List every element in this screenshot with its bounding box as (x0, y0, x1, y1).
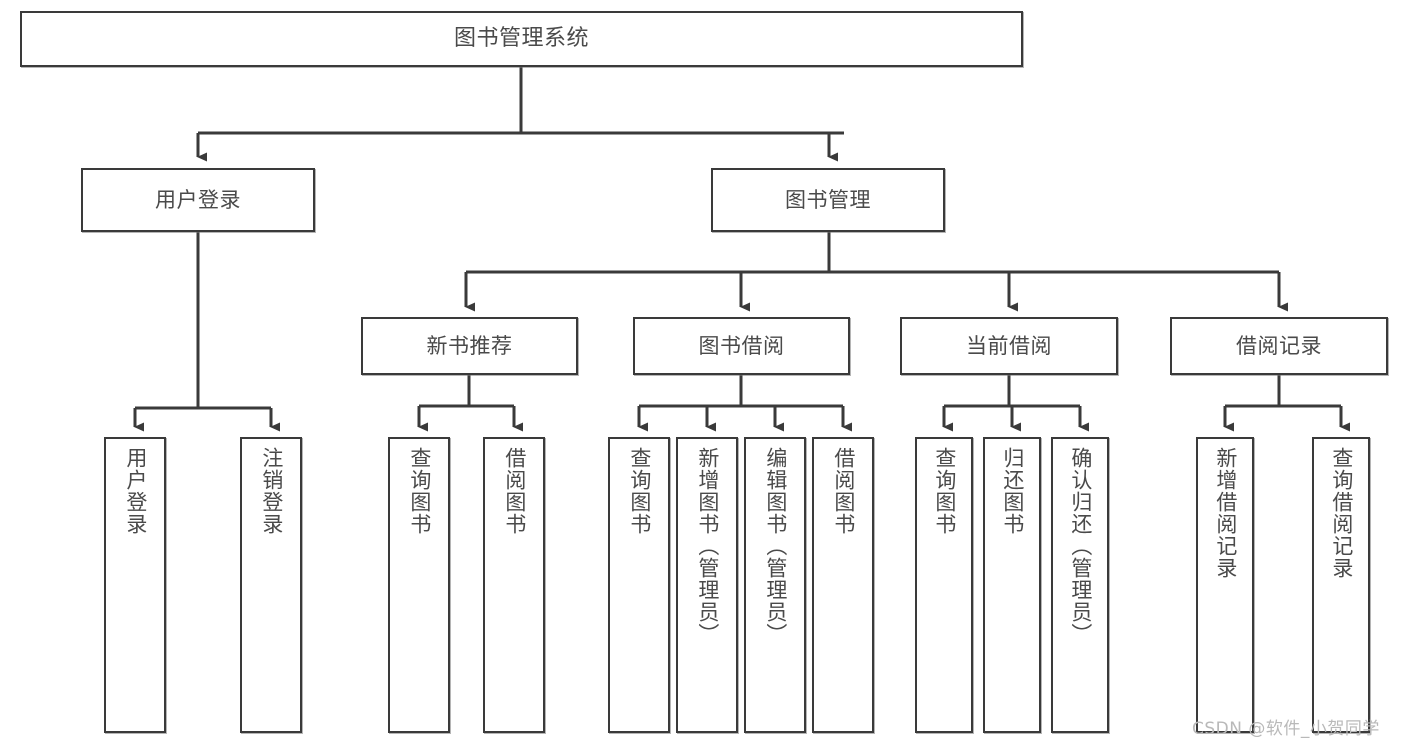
node-leaf-query-book-1[interactable]: 查询图书 (388, 437, 450, 733)
node-book-manage[interactable]: 图书管理 (711, 168, 945, 232)
csdn-watermark: CSDN @软件_小贺同学 (1192, 719, 1380, 739)
node-leaf-query-book-3-label: 查询图书 (932, 447, 957, 535)
node-book-borrow-label: 图书借阅 (698, 333, 785, 358)
node-leaf-user-login[interactable]: 用户登录 (104, 437, 166, 733)
node-leaf-user-login-label: 用户登录 (123, 447, 148, 535)
node-borrow-record-label: 借阅记录 (1236, 333, 1322, 358)
node-book-borrow[interactable]: 图书借阅 (633, 317, 850, 375)
node-leaf-borrow-book-2-label: 借阅图书 (831, 447, 856, 535)
node-current-borrow[interactable]: 当前借阅 (900, 317, 1118, 375)
node-leaf-add-record[interactable]: 新增借阅记录 (1196, 437, 1254, 733)
node-leaf-edit-book-label: 编辑图书（管理员） (763, 447, 788, 645)
node-leaf-confirm-return[interactable]: 确认归还（管理员） (1051, 437, 1109, 733)
node-root[interactable]: 图书管理系统 (20, 11, 1023, 67)
node-leaf-edit-book[interactable]: 编辑图书（管理员） (744, 437, 806, 733)
node-leaf-confirm-return-label: 确认归还（管理员） (1068, 447, 1093, 645)
node-book-manage-label: 图书管理 (785, 187, 871, 212)
node-new-book-recommend[interactable]: 新书推荐 (361, 317, 578, 375)
node-leaf-query-record[interactable]: 查询借阅记录 (1312, 437, 1370, 733)
node-leaf-borrow-book-1-label: 借阅图书 (502, 447, 527, 535)
node-leaf-query-book-1-label: 查询图书 (407, 447, 432, 535)
node-leaf-add-book-label: 新增图书（管理员） (695, 447, 720, 645)
node-leaf-query-book-2-label: 查询图书 (627, 447, 652, 535)
node-leaf-borrow-book-2[interactable]: 借阅图书 (812, 437, 874, 733)
node-root-label: 图书管理系统 (453, 25, 589, 51)
node-current-borrow-label: 当前借阅 (966, 333, 1052, 358)
node-leaf-query-record-label: 查询借阅记录 (1329, 447, 1354, 579)
node-leaf-query-book-3[interactable]: 查询图书 (915, 437, 973, 733)
node-leaf-return-book-label: 归还图书 (1000, 447, 1025, 535)
node-user-login-label: 用户登录 (155, 187, 241, 212)
node-leaf-user-logout-label: 注销登录 (259, 447, 284, 535)
node-borrow-record[interactable]: 借阅记录 (1170, 317, 1388, 375)
node-new-book-recommend-label: 新书推荐 (426, 333, 513, 358)
node-leaf-borrow-book-1[interactable]: 借阅图书 (483, 437, 545, 733)
node-user-login[interactable]: 用户登录 (81, 168, 315, 232)
node-leaf-user-logout[interactable]: 注销登录 (240, 437, 302, 733)
node-leaf-return-book[interactable]: 归还图书 (983, 437, 1041, 733)
node-leaf-add-book[interactable]: 新增图书（管理员） (676, 437, 738, 733)
node-leaf-add-record-label: 新增借阅记录 (1213, 447, 1238, 579)
node-leaf-query-book-2[interactable]: 查询图书 (608, 437, 670, 733)
